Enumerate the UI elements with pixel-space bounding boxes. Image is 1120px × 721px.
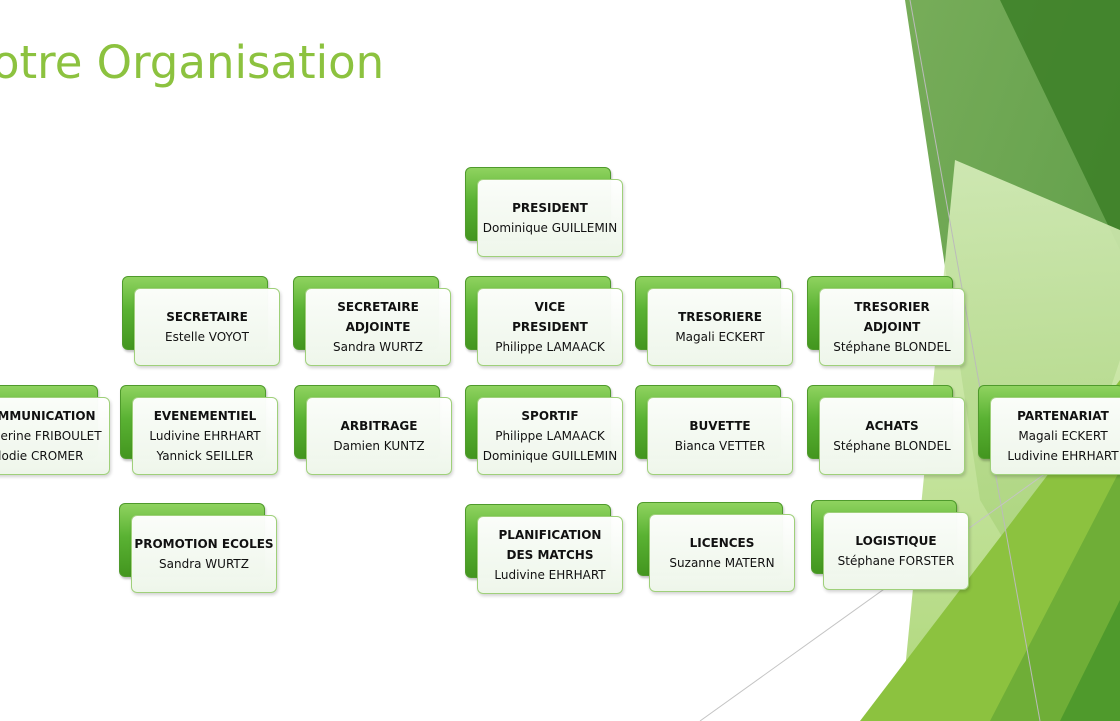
role-title: PARTENARIAT [1017, 409, 1109, 423]
person-name: Catherine FRIBOULET [0, 429, 102, 443]
role-title: PRESIDENT [512, 201, 588, 215]
org-node-card: PLANIFICATION DES MATCHS Ludivine EHRHART [477, 516, 623, 594]
decor-line [909, 0, 1041, 721]
role-title: SPORTIF [521, 409, 579, 423]
org-node-communication: COMMUNICATION Catherine FRIBOULET Élodie C… [0, 385, 110, 475]
role-title: SECRETAIRE [337, 300, 419, 314]
org-node-secretaire: SECRETAIRE Estelle VOYOT [122, 276, 280, 366]
person-name: Ludivine EHRHART [494, 568, 606, 582]
org-node-card: ACHATS Stéphane BLONDEL [819, 397, 965, 475]
person-name: Magali ECKERT [675, 330, 765, 344]
org-node-sportif: SPORTIF Philippe LAMAACK Dominique GUILLEM… [465, 385, 623, 475]
org-node-buvette: BUVETTE Bianca VETTER [635, 385, 793, 475]
role-title: TRESORIER [854, 300, 930, 314]
org-node-card: PRESIDENT Dominique GUILLEMIN [477, 179, 623, 257]
org-node-planification: PLANIFICATION DES MATCHS Ludivine EHRHART [465, 504, 623, 594]
person-name: Bianca VETTER [674, 439, 766, 453]
org-node-card: SPORTIF Philippe LAMAACK Dominique GUILLEM… [477, 397, 623, 475]
org-node-card: VICE PRESIDENT Philippe LAMAACK [477, 288, 623, 366]
person-name: Sandra WURTZ [333, 340, 423, 354]
org-node-evenementiel: EVENEMENTIEL Ludivine EHRHART Yannick SEIL… [120, 385, 278, 475]
decor-shape [1060, 600, 1120, 721]
person-name: Stéphane BLONDEL [833, 439, 951, 453]
role-title: VICE [534, 300, 566, 314]
role-title: EVENEMENTIEL [153, 409, 257, 423]
decor-shape [990, 470, 1120, 721]
org-node-arbitrage: ARBITRAGE Damien KUNTZ [294, 385, 452, 475]
org-node-tresorier-adjoint: TRESORIER ADJOINT Stéphane BLONDEL [807, 276, 965, 366]
person-name: Dominique GUILLEMIN [482, 221, 618, 235]
org-node-achats: ACHATS Stéphane BLONDEL [807, 385, 965, 475]
role-title: LOGISTIQUE [855, 534, 937, 548]
role-title: ADJOINTE [345, 320, 411, 334]
person-name: Philippe LAMAACK [495, 429, 605, 443]
person-name: Magali ECKERT [1018, 429, 1108, 443]
org-node-card: COMMUNICATION Catherine FRIBOULET Élodie C… [0, 397, 110, 475]
org-node-secretaire-adjointe: SECRETAIRE ADJOINTE Sandra WURTZ [293, 276, 451, 366]
person-name: Damien KUNTZ [333, 439, 425, 453]
org-node-president: PRESIDENT Dominique GUILLEMIN [465, 167, 623, 257]
org-node-card: EVENEMENTIEL Ludivine EHRHART Yannick SEIL… [132, 397, 278, 475]
org-node-card: LICENCES Suzanne MATERN [649, 514, 795, 592]
role-title: ARBITRAGE [340, 419, 418, 433]
org-node-vice-president: VICE PRESIDENT Philippe LAMAACK [465, 276, 623, 366]
org-node-card: SECRETAIRE ADJOINTE Sandra WURTZ [305, 288, 451, 366]
org-node-card: TRESORIER ADJOINT Stéphane BLONDEL [819, 288, 965, 366]
role-title: PRESIDENT [512, 320, 588, 334]
org-node-card: ARBITRAGE Damien KUNTZ [306, 397, 452, 475]
role-title: SECRETAIRE [166, 310, 248, 324]
role-title: ADJOINT [863, 320, 921, 334]
org-node-partenariat: PARTENARIAT Magali ECKERT Ludivine EHRHART [978, 385, 1120, 475]
org-node-promotion-ecoles: PROMOTION ECOLES Sandra WURTZ [119, 503, 277, 593]
person-name: Stéphane FORSTER [837, 554, 955, 568]
org-node-card: BUVETTE Bianca VETTER [647, 397, 793, 475]
person-name: Élodie CROMER [0, 449, 84, 463]
person-name: Suzanne MATERN [669, 556, 775, 570]
person-name: Yannick SEILLER [156, 449, 254, 463]
org-node-licences: LICENCES Suzanne MATERN [637, 502, 795, 592]
org-node-card: PARTENARIAT Magali ECKERT Ludivine EHRHART [990, 397, 1120, 475]
decor-shape [1000, 0, 1120, 250]
org-node-tresoriere: TRESORIERE Magali ECKERT [635, 276, 793, 366]
person-name: Dominique GUILLEMIN [482, 449, 618, 463]
role-title: LICENCES [689, 536, 755, 550]
role-title: TRESORIERE [678, 310, 762, 324]
role-title: BUVETTE [689, 419, 751, 433]
person-name: Ludivine EHRHART [1007, 449, 1119, 463]
person-name: Ludivine EHRHART [149, 429, 261, 443]
role-title: PROMOTION ECOLES [134, 537, 274, 551]
org-node-card: TRESORIERE Magali ECKERT [647, 288, 793, 366]
person-name: Sandra WURTZ [159, 557, 249, 571]
org-node-card: LOGISTIQUE Stéphane FORSTER [823, 512, 969, 590]
person-name: Stéphane BLONDEL [833, 340, 951, 354]
role-title: PLANIFICATION [498, 528, 602, 542]
org-node-logistique: LOGISTIQUE Stéphane FORSTER [811, 500, 969, 590]
role-title: DES MATCHS [506, 548, 594, 562]
person-name: Estelle VOYOT [164, 330, 250, 344]
page-title: otre Organisation [0, 36, 385, 89]
role-title: ACHATS [865, 419, 919, 433]
org-node-card: PROMOTION ECOLES Sandra WURTZ [131, 515, 277, 593]
org-node-card: SECRETAIRE Estelle VOYOT [134, 288, 280, 366]
person-name: Philippe LAMAACK [495, 340, 605, 354]
role-title: COMMUNICATION [0, 409, 96, 423]
